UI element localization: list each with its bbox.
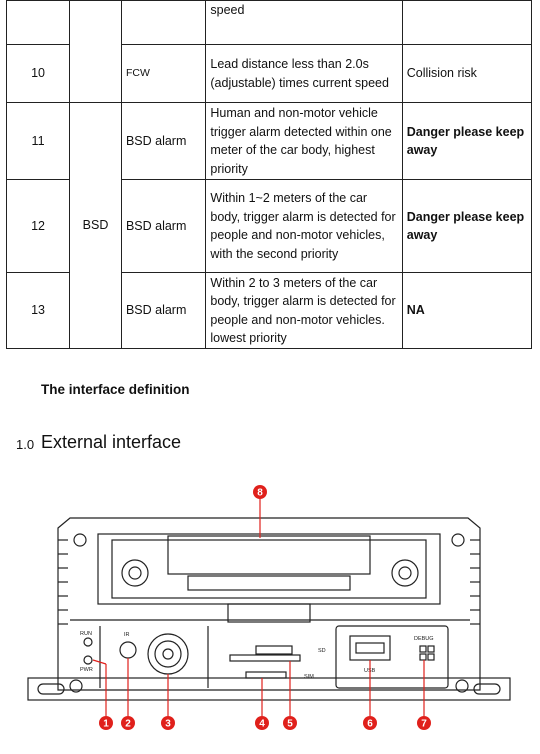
row-description: Lead distance less than 2.0s (adjustable… [205,44,403,103]
callout-5: 5 [283,716,297,730]
run-led-icon [83,637,93,647]
sim-label: SIM [304,674,314,680]
caddy-tab [227,603,311,623]
svg-text:2: 2 [125,719,131,730]
svg-text:1: 1 [103,719,109,730]
svg-text:5: 5 [287,719,293,730]
row-num: 11 [5,102,71,180]
debug-pin [427,645,435,653]
spec-table: speed 10 FCW Lead distance less than 2.0… [5,0,533,349]
row-num: 12 [5,179,71,273]
hdd-caddy [97,533,441,605]
device-housing [57,517,481,691]
pwr-label: PWR [80,667,93,673]
hdd-handle [167,535,371,575]
hdd-grip [187,575,351,591]
side-ribs-left [58,539,68,625]
aviation-connector-icon [147,633,189,675]
caddy-lock-left [121,559,149,587]
row-description: speed [205,0,403,45]
slot-cover [255,645,293,655]
usb-debug-panel [335,625,449,689]
callout-6: 6 [363,716,377,730]
row-description: Human and non-motor vehicle trigger alar… [205,102,403,180]
caddy-lock-right [391,559,419,587]
caddy-lock-core [128,566,142,580]
caddy-lock-core [398,566,412,580]
row-result [401,0,533,45]
svg-text:6: 6 [367,719,373,730]
callout-1: 1 [99,716,113,730]
row-num [5,0,71,45]
debug-pin [419,653,427,661]
side-ribs-right [470,539,480,625]
table-row: 11 BSD BSD alarm Human and non-motor veh… [5,102,533,349]
table-row: speed [5,0,533,103]
usb-port-icon [355,642,385,654]
flange-slot-left [37,683,65,695]
table-row: 12 BSD alarm Within 1~2 meters of the ca… [5,179,533,273]
sd-card-slot [229,654,301,662]
row-function [120,0,207,45]
row-function: FCW [120,44,207,103]
screw-icon [455,679,469,693]
callout-2: 2 [121,716,135,730]
table-row: 10 FCW Lead distance less than 2.0s (adj… [5,44,533,103]
row-function: BSD alarm [120,179,207,273]
pwr-led-icon [83,655,93,665]
callout-8: 8 [253,485,267,499]
run-label: RUN [80,631,92,637]
row-description: Within 2 to 3 meters of the car body, tr… [205,272,403,349]
row-num: 10 [5,44,71,103]
ir-sensor-icon [119,641,137,659]
group-cell-bsd: BSD [69,102,122,349]
hdd-caddy-inner [111,539,427,599]
callout-leaders [92,498,425,716]
row-result: Danger please keep away [401,102,533,180]
device-front-panel-drawing: RUN PWR IR USB DEBUG SD SIM 8 1 2 3 4 5 [27,485,511,730]
row-num: 13 [5,272,71,349]
group-cell-top [69,0,122,103]
row-description: Within 1~2 meters of the car body, trigg… [205,179,403,273]
callout-7: 7 [417,716,431,730]
section-heading: The interface definition [41,382,190,397]
debug-pin [419,645,427,653]
sim-card-slot [245,671,287,679]
table-row: 13 BSD alarm Within 2 to 3 meters of the… [5,272,533,349]
aviation-connector-core [162,648,174,660]
row-result: Danger please keep away [401,179,533,273]
callout-3: 3 [161,716,175,730]
debug-pin [427,653,435,661]
row-function: BSD alarm [120,272,207,349]
row-result: NA [401,272,533,349]
row-result: Collision risk [401,44,533,103]
callout-4: 4 [255,716,269,730]
svg-text:8: 8 [257,488,263,499]
screw-icon [73,533,87,547]
debug-label: DEBUG [414,636,434,642]
row-function: BSD alarm [120,102,207,180]
svg-text:3: 3 [165,719,171,730]
subsection-number: 1.0 [16,437,35,452]
screw-icon [451,533,465,547]
aviation-connector-inner [154,640,182,668]
sd-label: SD [318,648,326,654]
svg-text:4: 4 [259,719,265,730]
subsection-title: External interface [41,432,182,452]
flange-slot-right [473,683,501,695]
screw-icon [69,679,83,693]
ir-label: IR [124,632,130,638]
svg-text:7: 7 [421,719,427,730]
